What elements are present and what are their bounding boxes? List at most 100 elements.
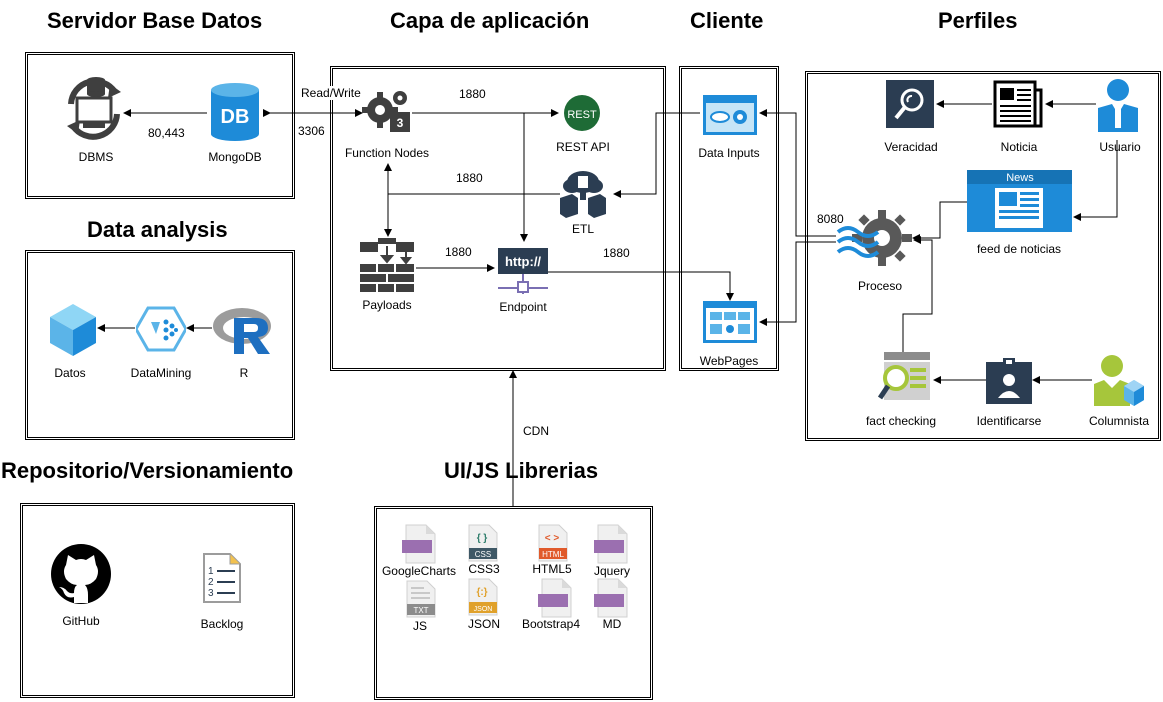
- github-icon: [51, 544, 111, 604]
- r-icon: [213, 308, 271, 354]
- function-nodes-icon: 3: [362, 91, 410, 132]
- svg-text:1: 1: [208, 566, 214, 577]
- svg-text:HTML: HTML: [542, 550, 564, 559]
- svg-text:CSS: CSS: [475, 550, 491, 559]
- rest-api-icon: REST: [564, 95, 600, 131]
- node-label-backlog: Backlog: [200, 617, 244, 631]
- html5-file-icon: < > HTML: [538, 524, 568, 562]
- lib-label-googlecharts: GoogleCharts: [381, 564, 457, 578]
- node-label-payloads: Payloads: [362, 298, 412, 312]
- datos-icon: [50, 304, 96, 356]
- svg-text:TXT: TXT: [413, 606, 428, 615]
- node-label-data-inputs: Data Inputs: [698, 146, 760, 160]
- section-title-libs: UI/JS Librerias: [444, 458, 599, 483]
- node-label-columnista: Columnista: [1088, 414, 1150, 428]
- node-label-function-nodes: Function Nodes: [344, 146, 430, 160]
- js-file-icon: TXT: [406, 580, 436, 618]
- md-file-icon: [594, 578, 628, 618]
- node-label-webpages: WebPages: [699, 354, 759, 368]
- edge-label-1880-payloads: 1880: [444, 245, 473, 259]
- svg-text:3: 3: [397, 116, 404, 130]
- node-label-noticia: Noticia: [1000, 140, 1038, 154]
- identificarse-icon: [986, 358, 1032, 404]
- svg-text:{ }: { }: [477, 533, 488, 544]
- node-label-feed: feed de noticias: [976, 242, 1062, 256]
- edge-feed-proceso: [912, 201, 967, 242]
- noticia-icon: [993, 80, 1043, 128]
- etl-icon: [560, 171, 606, 218]
- webpages-icon: [703, 301, 757, 343]
- jquery-file-icon: [594, 524, 628, 564]
- svg-text:{:}: {:}: [476, 587, 487, 598]
- veracidad-icon: [886, 80, 934, 128]
- node-label-endpoint: Endpoint: [499, 300, 547, 314]
- edge-label-3306: 3306: [297, 124, 326, 138]
- node-label-fact-checking: fact checking: [865, 414, 937, 428]
- edge-label-1880-etl: 1880: [455, 171, 484, 185]
- svg-text:JSON: JSON: [474, 606, 493, 613]
- proceso-icon: [836, 210, 912, 266]
- columnista-icon: [1094, 355, 1144, 406]
- section-title-profiles: Perfiles: [938, 8, 1018, 33]
- node-label-datos: Datos: [54, 366, 86, 380]
- lib-label-md: MD: [602, 617, 622, 631]
- node-label-usuario: Usuario: [1099, 140, 1141, 154]
- backlog-icon: 123: [203, 553, 241, 603]
- data-inputs-icon: [703, 95, 757, 135]
- rest-icon-text: REST: [567, 109, 597, 121]
- payloads-icon: [360, 238, 414, 292]
- usuario-icon: [1098, 79, 1138, 132]
- edge-datainputs-etl: [613, 112, 700, 198]
- fact-checking-icon: [878, 352, 930, 400]
- section-title-db: Servidor Base Datos: [47, 8, 263, 33]
- bootstrap4-file-icon: [538, 578, 572, 618]
- lib-label-css3: CSS3: [468, 562, 500, 576]
- dbms-icon: [67, 77, 121, 140]
- edge-label-cdn: CDN: [522, 424, 550, 438]
- endpoint-icon: http://: [498, 248, 548, 294]
- lib-label-bootstrap4: Bootstrap4: [521, 617, 581, 631]
- edge-label-8080: 8080: [816, 212, 845, 226]
- svg-text:3: 3: [208, 588, 214, 599]
- css3-file-icon: { } CSS: [468, 524, 498, 562]
- googlecharts-file-icon: [402, 524, 436, 564]
- edge-label-80443: 80,443: [147, 126, 186, 140]
- mongodb-icon: DB: [211, 83, 259, 141]
- section-title-analysis: Data analysis: [87, 217, 228, 242]
- mongodb-icon-text: DB: [221, 106, 250, 128]
- edge-proceso-webpages: [759, 241, 836, 326]
- node-label-r: R: [239, 366, 249, 380]
- edge-factchecking-proceso: [902, 236, 933, 352]
- node-label-rest-api: REST API: [556, 140, 610, 154]
- node-label-etl: ETL: [571, 222, 595, 236]
- node-label-veracidad: Veracidad: [884, 140, 938, 154]
- node-label-datamining: DataMining: [130, 366, 192, 380]
- node-label-github: GitHub: [62, 614, 100, 628]
- section-title-client: Cliente: [690, 8, 764, 33]
- json-file-icon: {:} JSON: [468, 578, 498, 616]
- section-title-repo: Repositorio/Versionamiento: [1, 458, 294, 483]
- lib-label-json: JSON: [467, 617, 501, 631]
- edge-usuario-feed: [1073, 140, 1118, 221]
- edge-label-1880-webpages: 1880: [602, 246, 631, 260]
- edge-label-1880-rest: 1880: [458, 87, 487, 101]
- svg-text:2: 2: [208, 577, 214, 588]
- svg-text:< >: < >: [545, 533, 560, 544]
- node-label-dbms: DBMS: [78, 150, 114, 164]
- edge-proceso-datainputs: [759, 109, 836, 237]
- section-title-app: Capa de aplicación: [390, 8, 590, 33]
- repo-box: [20, 503, 295, 698]
- datamining-icon: [136, 306, 186, 352]
- feed-icon-text: News: [1006, 172, 1034, 184]
- edge-label-readwrite: Read/Write: [300, 86, 362, 100]
- lib-label-js: JS: [412, 619, 428, 633]
- endpoint-icon-text: http://: [505, 254, 541, 269]
- node-label-identificarse: Identificarse: [976, 414, 1042, 428]
- node-label-proceso: Proceso: [857, 279, 903, 293]
- lib-label-html5: HTML5: [532, 562, 572, 576]
- edge-endpoint-webpages: [548, 271, 734, 301]
- lib-label-jquery: Jquery: [593, 564, 631, 578]
- feed-icon: News: [967, 170, 1072, 232]
- node-label-mongodb: MongoDB: [208, 150, 262, 164]
